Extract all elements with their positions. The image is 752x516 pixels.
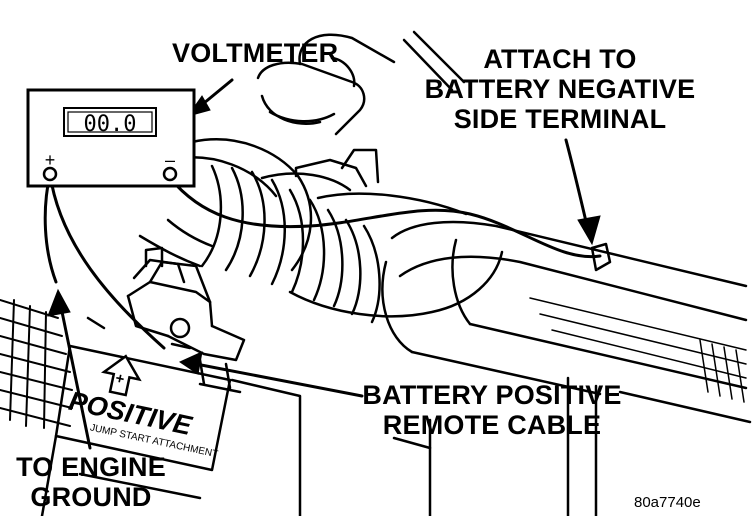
housing-ribs xyxy=(529,297,747,403)
positive-lead-to-cable xyxy=(48,172,166,350)
label-battery-line-1: BATTERY POSITIVE xyxy=(362,380,622,410)
label-attach-line-3: SIDE TERMINAL xyxy=(453,104,667,134)
battery-outline xyxy=(40,344,302,516)
terminal-arrow-icon xyxy=(100,354,142,397)
positive-terminal xyxy=(42,166,58,182)
label-attach-line-1: ATTACH TO xyxy=(483,44,637,74)
label-voltmeter-text: VOLTMETER xyxy=(172,38,339,68)
arrow-positive-cable xyxy=(194,362,364,398)
upper-hose xyxy=(256,30,466,136)
label-battery-positive-cable: BATTERY POSITIVE REMOTE CABLE xyxy=(356,380,628,440)
air-intake-duct xyxy=(138,138,504,324)
negative-symbol: – xyxy=(165,150,175,170)
positive-symbol: + xyxy=(45,150,56,170)
label-battery-line-2: REMOTE CABLE xyxy=(382,410,602,440)
arrow-negative xyxy=(564,138,590,232)
svg-text:+: + xyxy=(114,370,126,388)
voltmeter: 00.0 + – xyxy=(26,88,196,188)
label-ground-line-1: TO ENGINE xyxy=(16,452,166,482)
voltmeter-display xyxy=(63,107,157,137)
arrow-engine-ground xyxy=(58,300,92,450)
label-attach-negative: ATTACH TO BATTERY NEGATIVE SIDE TERMINAL xyxy=(420,44,700,134)
label-voltmeter: VOLTMETER xyxy=(172,38,338,68)
negative-clip xyxy=(590,242,612,272)
arrowhead-engine-ground xyxy=(47,288,71,317)
negative-terminal xyxy=(162,166,178,182)
voltmeter-reading: 00.0 xyxy=(84,112,137,137)
mounting-bracket xyxy=(86,246,246,362)
label-attach-line-2: BATTERY NEGATIVE xyxy=(424,74,696,104)
air-cleaner-housing xyxy=(381,220,752,516)
negative-lead xyxy=(168,176,602,259)
arrowhead-positive-cable xyxy=(178,351,203,375)
figure-id: 80a7740e xyxy=(634,494,701,511)
arrowhead-negative xyxy=(577,215,601,246)
label-engine-ground: TO ENGINE GROUND xyxy=(6,452,176,512)
label-ground-line-2: GROUND xyxy=(30,482,152,512)
